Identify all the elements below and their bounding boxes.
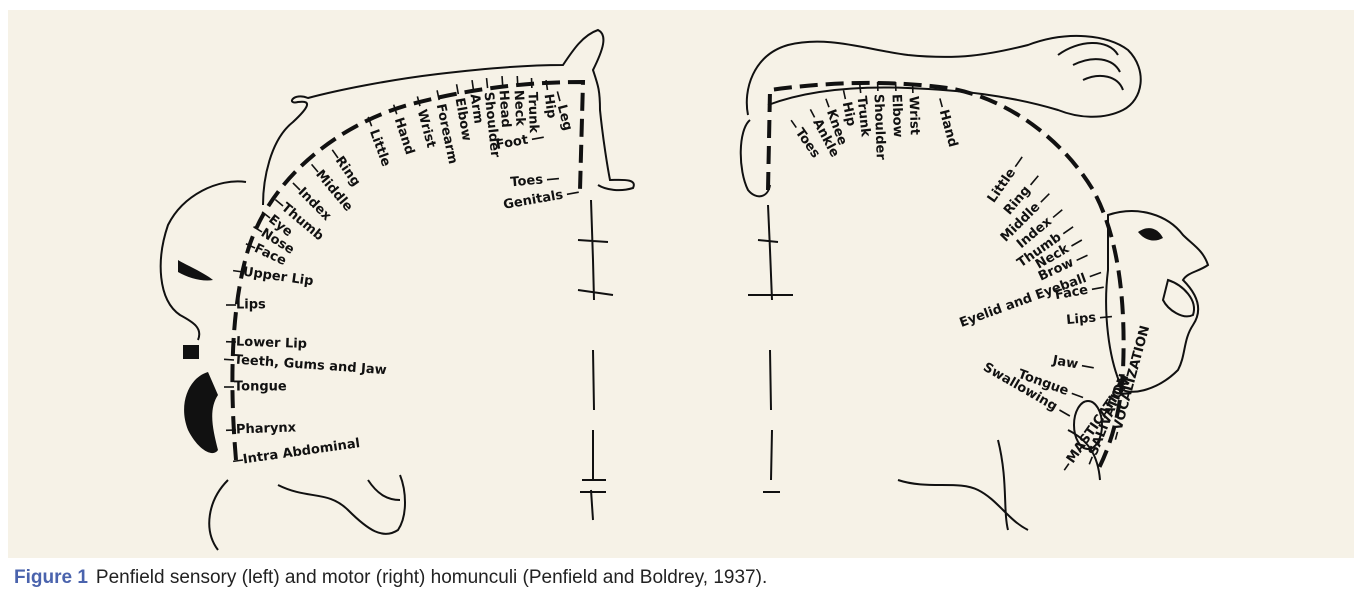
motor-vertical-label-tick bbox=[1064, 464, 1069, 471]
sensory-inner-label-text: Intra Abdominal bbox=[242, 436, 361, 467]
motor-midline bbox=[748, 205, 793, 492]
sensory-inner-label-text: Pharynx bbox=[236, 420, 297, 437]
motor-hand-outline bbox=[1058, 43, 1123, 90]
motor-right-labels: LittleRingMiddleIndexThumbNeckBrowEyelid… bbox=[958, 153, 1113, 423]
sensory-side-label: Toes bbox=[510, 171, 560, 190]
sensory-arc-label-tick bbox=[517, 76, 518, 86]
motor-arc-label-tick bbox=[860, 84, 861, 93]
sensory-arc-label-tick bbox=[502, 76, 503, 86]
sensory-arc-label-text: Little bbox=[366, 127, 393, 168]
motor-arc-label-text: Trunk bbox=[854, 95, 873, 138]
sensory-brain-bottom bbox=[209, 475, 405, 550]
sensory-teeth-block bbox=[183, 345, 199, 359]
motor-right-label-tick bbox=[1090, 273, 1101, 277]
sensory-inner-label: Tongue bbox=[224, 380, 287, 395]
sensory-lips bbox=[178, 260, 213, 281]
motor-vertical-label-tick bbox=[1089, 457, 1092, 464]
sensory-inner-label-tick bbox=[275, 200, 283, 206]
sensory-head-outline bbox=[161, 181, 246, 340]
motor-right-label-tick bbox=[1072, 393, 1083, 397]
sensory-arc-label-tick bbox=[472, 80, 473, 90]
motor-right-label-tick bbox=[1092, 287, 1104, 289]
sensory-arc-label-text: Leg bbox=[554, 103, 575, 132]
motor-right-label-tick bbox=[1053, 210, 1062, 218]
sensory-arc-labels: LittleHandWristForearmElbowArmShoulderHe… bbox=[361, 76, 575, 169]
sensory-inner-label: Upper Lip bbox=[232, 263, 314, 289]
motor-open-mouth bbox=[1163, 280, 1194, 316]
motor-right-label-tick bbox=[1082, 366, 1094, 368]
motor-right-label-tick bbox=[1063, 227, 1073, 234]
sensory-inner-label-tick bbox=[332, 150, 338, 158]
motor-right-label-tick bbox=[1041, 194, 1049, 202]
sensory-arc-label-text: Head bbox=[496, 89, 514, 128]
motor-foot-outline bbox=[741, 120, 770, 196]
sensory-arc-label-tick bbox=[457, 84, 459, 94]
sensory-inner-label: Lips bbox=[226, 298, 266, 313]
sensory-homunculus: LittleHandWristForearmElbowArmShoulderHe… bbox=[161, 30, 634, 550]
motor-eye bbox=[1138, 228, 1163, 240]
motor-vertical-label-tick bbox=[1115, 432, 1117, 440]
sensory-inner-label: Lower Lip bbox=[226, 334, 308, 352]
sensory-inner-label-text: Lower Lip bbox=[236, 335, 308, 352]
motor-arc-label-tick bbox=[844, 90, 846, 99]
sensory-arc-label-tick bbox=[437, 90, 439, 100]
sensory-tongue-shape bbox=[184, 372, 218, 453]
sensory-inner-label: Intra Abdominal bbox=[232, 436, 361, 469]
motor-right-label-tick bbox=[1077, 255, 1088, 260]
motor-arc-label-tick bbox=[940, 98, 942, 107]
sensory-inner-label: Teeth, Gums and Jaw bbox=[224, 352, 388, 378]
motor-right-label-tick bbox=[1031, 176, 1039, 185]
motor-arc-label-tick bbox=[791, 120, 796, 127]
motor-arc-label-tick bbox=[810, 109, 814, 117]
motor-right-label-tick bbox=[1071, 240, 1081, 246]
motor-arc-label: Trunk bbox=[852, 83, 872, 138]
sensory-side-label: Foot bbox=[495, 130, 545, 153]
sensory-side-label-text: Toes bbox=[510, 173, 544, 191]
sensory-arc-label-tick bbox=[557, 91, 560, 101]
motor-body-outline bbox=[747, 36, 1141, 117]
sensory-midline bbox=[578, 200, 613, 520]
sensory-arc-label-tick bbox=[487, 78, 488, 88]
sensory-side-label-tick bbox=[567, 192, 579, 194]
motor-arc-label-text: Elbow bbox=[889, 94, 906, 138]
sensory-arc-label-text: Trunk bbox=[525, 92, 541, 134]
motor-brain-bottom bbox=[898, 430, 1100, 530]
motor-right-label-text: Jaw bbox=[1050, 353, 1079, 372]
motor-right-label-text: Lips bbox=[1066, 311, 1097, 329]
motor-right-label-tick bbox=[1015, 157, 1022, 167]
homunculi-diagram: LittleHandWristForearmElbowArmShoulderHe… bbox=[8, 10, 1354, 558]
sensory-side-label-text: Genitals bbox=[502, 188, 564, 213]
sensory-inner-label: Pharynx bbox=[226, 420, 297, 437]
sensory-inner-label-tick bbox=[293, 183, 300, 190]
sensory-inner-label-tick bbox=[312, 164, 318, 172]
motor-right-label-tick bbox=[1100, 317, 1112, 318]
sensory-arc-label-text: Hand bbox=[391, 116, 417, 157]
motor-arc-label-text: Hand bbox=[936, 108, 960, 149]
motor-arc-label: Shoulder bbox=[870, 82, 888, 161]
sensory-inner-label-tick bbox=[233, 460, 243, 461]
sensory-side-label-tick bbox=[532, 137, 544, 139]
motor-arc-label: Hand bbox=[933, 96, 960, 148]
motor-right-label-tick bbox=[1059, 410, 1069, 416]
motor-arc-label-text: Wrist bbox=[906, 96, 922, 135]
motor-arc-label: Wrist bbox=[905, 84, 922, 135]
figure-caption-text: Penfield sensory (left) and motor (right… bbox=[96, 567, 767, 588]
sensory-side-label-tick bbox=[547, 179, 559, 180]
sensory-inner-label-text: Upper Lip bbox=[242, 265, 314, 290]
motor-arc-label-text: Shoulder bbox=[871, 94, 888, 161]
motor-arc-label-tick bbox=[826, 99, 829, 107]
sensory-inner-label-text: Lips bbox=[236, 298, 266, 313]
motor-right-label: Jaw bbox=[1050, 353, 1095, 375]
figure-label: Figure 1 bbox=[14, 567, 88, 588]
motor-arc-label: Elbow bbox=[888, 82, 905, 138]
sensory-inner-label-text: Teeth, Gums and Jaw bbox=[233, 353, 387, 379]
sensory-inner-label-tick bbox=[224, 359, 234, 360]
sensory-inner-label-text: Tongue bbox=[234, 380, 287, 395]
figure-caption: Figure 1 Penfield sensory (left) and moto… bbox=[14, 567, 767, 589]
